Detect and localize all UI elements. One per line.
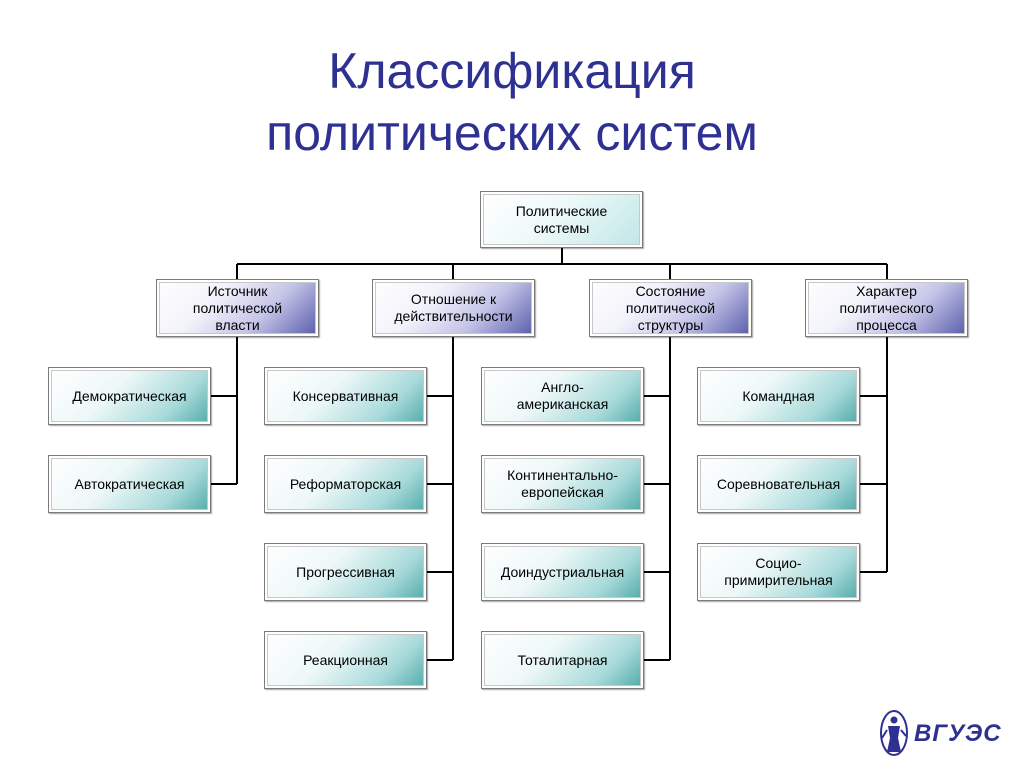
leaf-node-label: Прогрессивная xyxy=(296,563,395,580)
leaf-node-label: Реформаторская xyxy=(289,475,402,492)
leaf-node-socio-conciliatory: Социо- примирительная xyxy=(697,543,860,601)
category-node-line: структуры xyxy=(637,316,704,333)
page-title: Классификация политических систем xyxy=(0,40,1024,164)
logo-text: ВГУЭС xyxy=(914,720,1002,747)
leaf-node-command: Командная xyxy=(697,367,860,425)
category-node-attitude-to-reality: Отношение к действительности xyxy=(372,279,535,337)
category-node-line: политической xyxy=(192,299,283,316)
leaf-node-label: Командная xyxy=(742,387,815,404)
category-node-line: Источник xyxy=(207,282,268,299)
category-node-line: действительности xyxy=(394,308,513,324)
leaf-node-anglo-american: Англо- американская xyxy=(481,367,644,425)
category-node-line: политической xyxy=(625,299,716,316)
category-node-process-character: Характер политического процесса xyxy=(805,279,968,337)
category-node-line: политического xyxy=(839,299,934,316)
leaf-node-label-line: Континентально- xyxy=(507,467,618,483)
leaf-node-label: Демократическая xyxy=(72,387,187,404)
category-node-line: власти xyxy=(215,316,260,333)
page-title-line-1: Классификация xyxy=(328,43,696,99)
university-logo: ВГУЭС xyxy=(878,708,1001,760)
leaf-node-label-line: европейская xyxy=(521,484,604,500)
leaf-node-label-line: примирительная xyxy=(724,572,833,588)
emblem-icon xyxy=(880,710,908,756)
leaf-node-totalitarian: Тоталитарная xyxy=(481,631,644,689)
category-node-structure-state: Состояние политической структуры xyxy=(589,279,752,337)
root-node-line-2: системы xyxy=(533,219,590,236)
category-node-line: Характер xyxy=(856,282,917,299)
page-title-line-2: политических систем xyxy=(266,105,758,161)
leaf-node-democratic: Демократическая xyxy=(48,367,211,425)
category-node-line: Отношение к xyxy=(410,291,497,307)
leaf-node-continental-european: Континентально- европейская xyxy=(481,455,644,513)
leaf-node-reformist: Реформаторская xyxy=(264,455,427,513)
leaf-node-preindustrial: Доиндустриальная xyxy=(481,543,644,601)
leaf-node-label-line: Социо- xyxy=(755,555,802,571)
root-node-line-1: Политические xyxy=(515,202,608,219)
leaf-node-progressive: Прогрессивная xyxy=(264,543,427,601)
leaf-node-reactionary: Реакционная xyxy=(264,631,427,689)
leaf-node-label: Реакционная xyxy=(303,651,388,668)
leaf-node-label: Доиндустриальная xyxy=(500,563,625,580)
leaf-node-label: Консервативная xyxy=(292,387,399,404)
leaf-node-conservative: Консервативная xyxy=(264,367,427,425)
leaf-node-competitive: Соревновательная xyxy=(697,455,860,513)
leaf-node-label: Автократическая xyxy=(74,475,185,492)
leaf-node-label: Тоталитарная xyxy=(517,651,608,668)
leaf-node-label-line: американская xyxy=(516,396,609,412)
leaf-node-label: Соревновательная xyxy=(716,475,841,492)
category-node-line: процесса xyxy=(856,316,917,333)
root-node: Политические системы xyxy=(480,191,643,248)
leaf-node-label-line: Англо- xyxy=(541,379,584,395)
category-node-line: Состояние xyxy=(635,282,706,299)
leaf-node-autocratic: Автократическая xyxy=(48,455,211,513)
category-node-power-source: Источник политической власти xyxy=(156,279,319,337)
